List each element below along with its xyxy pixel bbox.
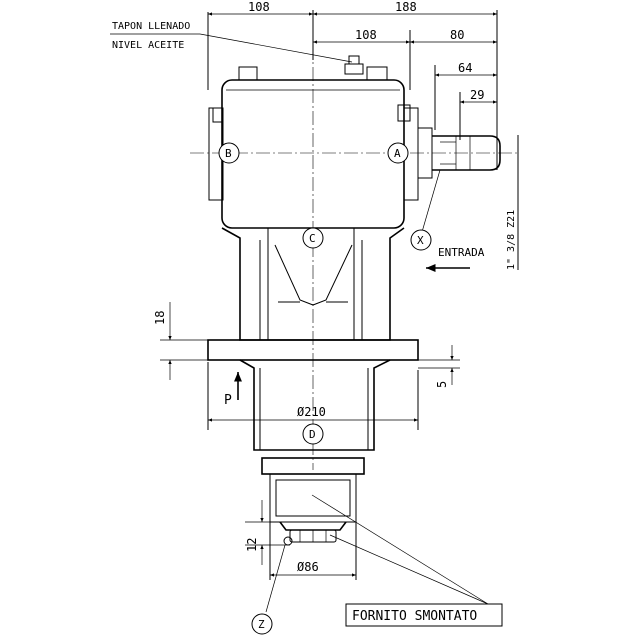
callout-x: X: [410, 229, 432, 251]
dim-diameter-86: Ø86: [297, 560, 319, 574]
dim-108-inner: 108: [355, 28, 377, 42]
mounting-flange: [207, 339, 419, 361]
dim-108-left: 108: [248, 0, 270, 14]
dim-18: 18: [153, 311, 167, 325]
dim-diameter-210: Ø210: [297, 405, 326, 419]
dim-188: 188: [395, 0, 417, 14]
filler-plug-note: TAPON LLENADO: [112, 21, 190, 32]
supplied-unassembled-label: FORNITO SMONTATO: [352, 609, 477, 624]
svg-text:B: B: [225, 147, 232, 160]
filler-plug: [344, 63, 364, 75]
svg-text:Z: Z: [258, 618, 265, 631]
output-hub: [261, 457, 365, 546]
p-label: P: [224, 393, 232, 408]
svg-text:D: D: [309, 428, 316, 441]
thread-spec: 1" 3/8 Z21: [506, 210, 517, 270]
dim-29: 29: [470, 88, 484, 102]
dim-5: 5: [435, 381, 449, 388]
callout-d: D: [302, 423, 324, 445]
output-body: [239, 359, 391, 451]
callout-a: A: [387, 142, 409, 164]
dim-12: 12: [245, 538, 259, 552]
svg-text:C: C: [309, 232, 316, 245]
oil-level-note: NIVEL ACEITE: [112, 40, 184, 51]
dim-64: 64: [458, 61, 472, 75]
svg-text:X: X: [417, 234, 424, 247]
dim-80: 80: [450, 28, 464, 42]
svg-text:A: A: [394, 147, 401, 160]
supplied-unassembled-box: [345, 603, 503, 627]
callout-b: B: [218, 142, 240, 164]
dimension-lines-top: [207, 10, 498, 170]
input-shaft: [417, 127, 501, 179]
upper-housing: [208, 55, 419, 229]
callout-z: Z: [251, 613, 273, 635]
input-label: ENTRADA: [438, 246, 485, 259]
callout-c: C: [302, 227, 324, 249]
